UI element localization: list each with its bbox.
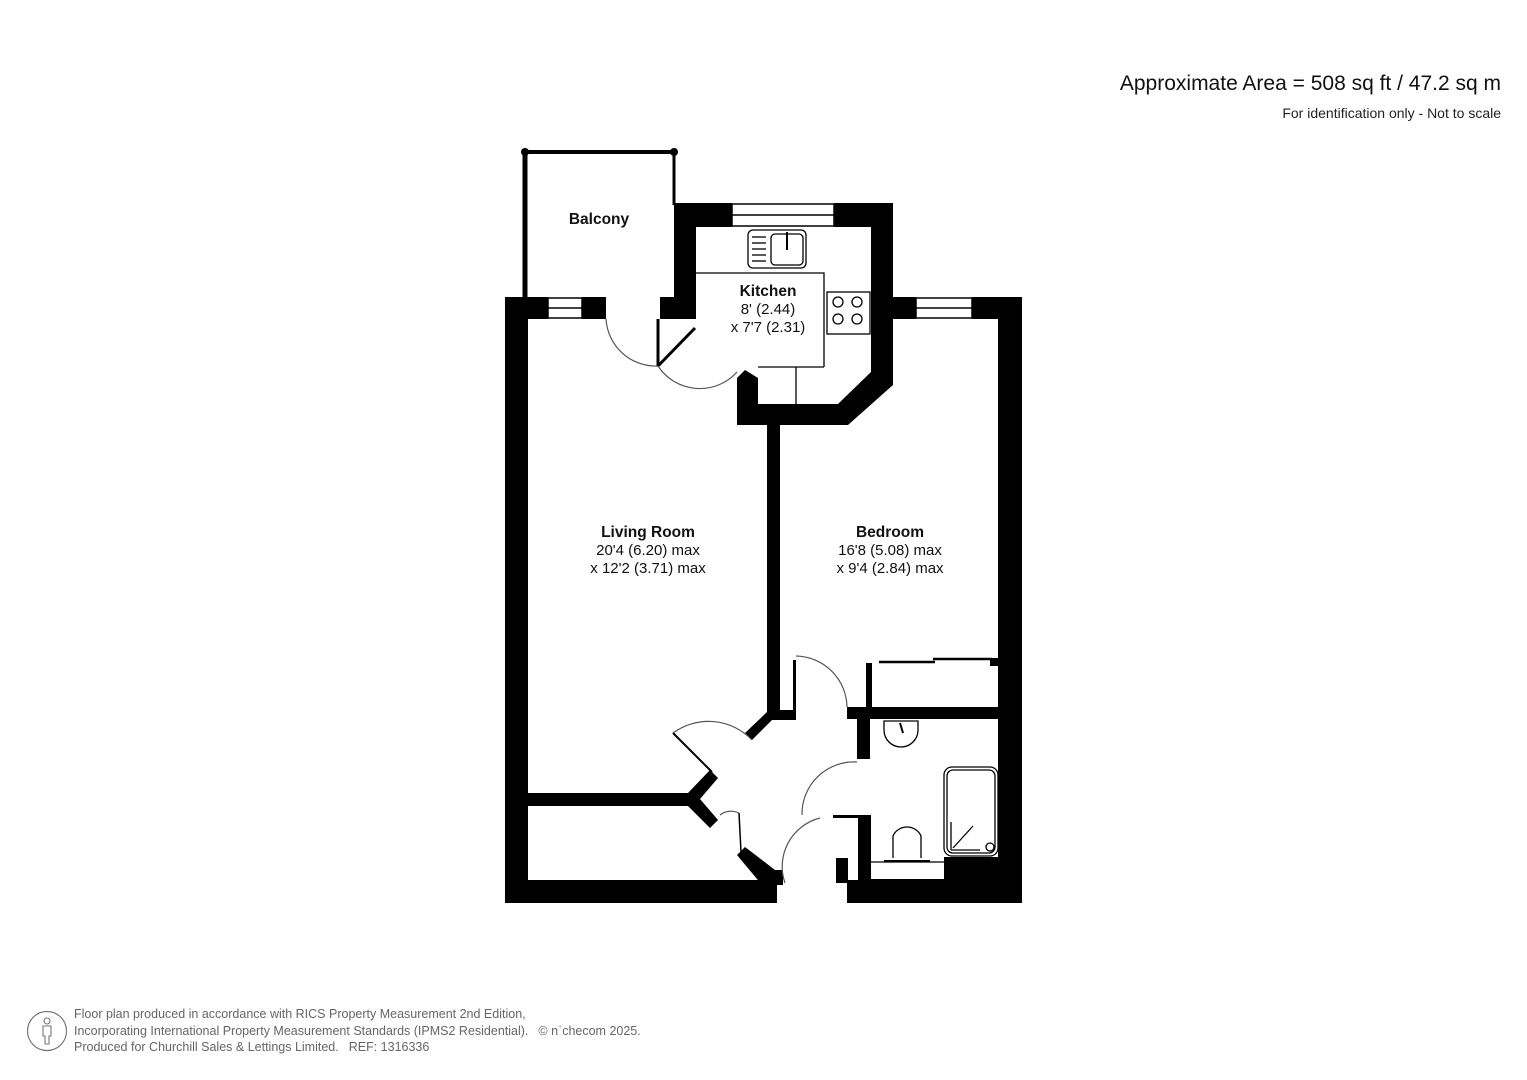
footer-line-3: Produced for Churchill Sales & Lettings … bbox=[74, 1040, 339, 1054]
room-name: Kitchen bbox=[739, 283, 797, 300]
balcony-label: Balcony bbox=[569, 211, 629, 229]
footer-line-1: Floor plan produced in accordance with R… bbox=[74, 1007, 526, 1021]
room-dimension: 16'8 (5.08) max bbox=[838, 542, 942, 559]
room-name: Living Room bbox=[601, 524, 695, 541]
door-swings bbox=[605, 318, 858, 884]
room-dimension: x 9'4 (2.84) max bbox=[836, 560, 944, 577]
wardrobe bbox=[879, 657, 992, 664]
walls bbox=[505, 203, 1022, 903]
footer-credits: Floor plan produced in accordance with R… bbox=[74, 1006, 641, 1056]
room-dimension: 8' (2.44) bbox=[740, 301, 796, 318]
person-icon bbox=[26, 1010, 68, 1052]
kitchen-fittings bbox=[696, 229, 871, 410]
room-dimension: x 7'7 (2.31) bbox=[730, 319, 806, 336]
scale-disclaimer: For identification only - Not to scale bbox=[1282, 105, 1501, 121]
windows bbox=[547, 203, 973, 319]
balcony-railing bbox=[521, 148, 678, 298]
footer-line-2: Incorporating International Property Mea… bbox=[74, 1023, 529, 1038]
room-name: Balcony bbox=[568, 211, 630, 228]
copyright: © nˈchecom 2025. bbox=[538, 1023, 641, 1038]
reference-number: REF: 1316336 bbox=[348, 1040, 430, 1054]
approximate-area: Approximate Area = 508 sq ft / 47.2 sq m bbox=[1119, 72, 1501, 95]
bedroom-label: Bedroom 16'8 (5.08) max x 9'4 (2.84) max bbox=[836, 524, 943, 578]
room-dimension: x 12'2 (3.71) max bbox=[590, 560, 706, 577]
bathroom-fittings bbox=[871, 720, 999, 881]
room-name: Bedroom bbox=[855, 524, 925, 541]
room-dimension: 20'4 (6.20) max bbox=[596, 542, 700, 559]
kitchen-label: Kitchen 8' (2.44) x 7'7 (2.31) bbox=[731, 283, 806, 337]
living-room-label: Living Room 20'4 (6.20) max x 12'2 (3.71… bbox=[590, 524, 705, 578]
